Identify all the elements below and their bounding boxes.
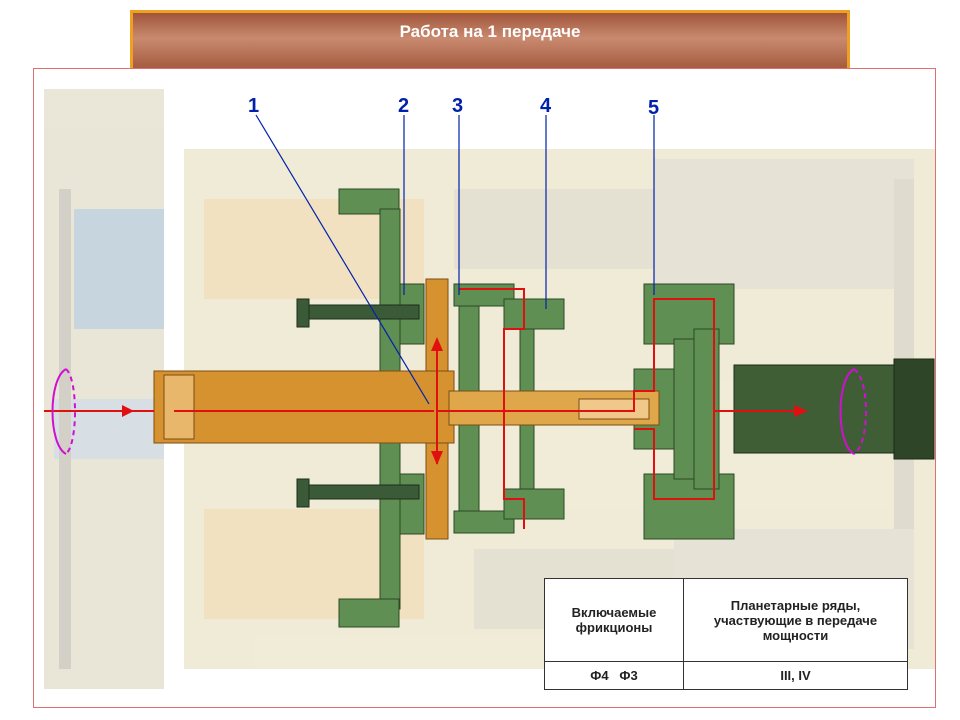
table-header-row: Включаемые фрикционы Планетарные ряды, у… [544,578,908,662]
planet-pins [296,298,420,508]
power-flow-path [44,288,794,529]
power-flow-arrows [122,337,808,465]
callout-3: 3 [452,95,464,117]
rotation-marker-output [839,368,867,455]
cell-frictions: Ф4 Ф3 [544,661,684,690]
cell-planetary-rows: III, IV [683,661,908,690]
callout-5: 5 [648,97,660,119]
callout-4: 4 [540,95,552,117]
callout-2: 2 [398,95,410,117]
slide-title: Работа на 1 передаче [399,22,581,41]
title-banner: Работа на 1 передаче [130,10,850,72]
output-shaft [733,358,935,460]
rotation-marker-input [51,368,76,455]
friction-table: Включаемые фрикционы Планетарные ряды, у… [544,578,908,690]
callout-1: 1 [248,95,260,117]
header-planetary-rows: Планетарные ряды, участвующие в передаче… [683,578,908,662]
carrier-5-green [633,283,735,540]
table-row: Ф4 Ф3 III, IV [544,661,908,690]
callout-leaders [255,114,655,405]
header-frictions: Включаемые фрикционы [544,578,684,662]
main-shaft [153,370,660,444]
